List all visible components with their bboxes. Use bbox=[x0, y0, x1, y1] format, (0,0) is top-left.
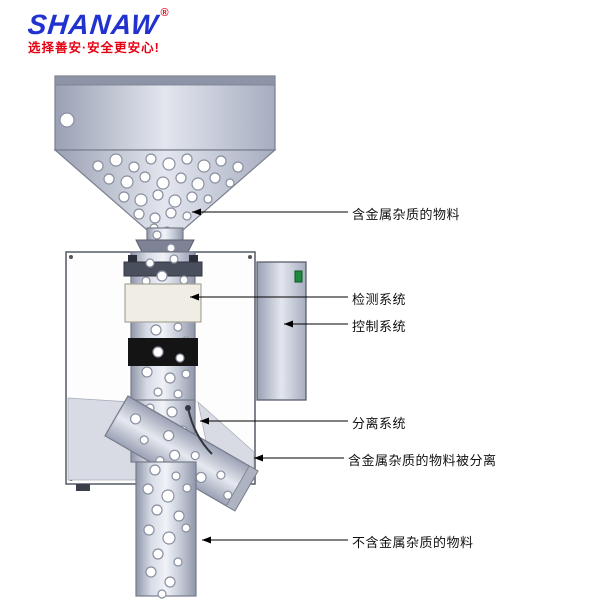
leader-clean-material-out bbox=[202, 536, 348, 544]
label-metal-separated: 含金属杂质的物料被分离 bbox=[348, 453, 497, 468]
leader-separation-system bbox=[200, 417, 348, 425]
label-clean-material-out: 不含金属杂质的物料 bbox=[352, 535, 474, 550]
label-control-system: 控制系统 bbox=[352, 319, 407, 334]
brand-logo: SHANAW ® 选择善安·安全更安心! bbox=[26, 7, 169, 56]
power-led bbox=[294, 270, 303, 283]
detection-pipe bbox=[123, 251, 203, 403]
brand-tagline: 选择善安·安全更安心! bbox=[28, 41, 160, 56]
hopper-material-dots bbox=[92, 153, 244, 236]
registered-mark: ® bbox=[160, 7, 169, 19]
leader-metal-separated bbox=[254, 454, 344, 462]
feed-hopper bbox=[53, 75, 277, 236]
leader-lines bbox=[190, 208, 348, 544]
leader-detection-system bbox=[190, 293, 348, 301]
control-box bbox=[256, 261, 307, 401]
label-metal-material-in: 含金属杂质的物料 bbox=[352, 207, 461, 222]
label-separation-system: 分离系统 bbox=[352, 416, 407, 431]
diverter-flap bbox=[187, 407, 213, 455]
separation-chute bbox=[104, 395, 259, 512]
hopper-hole bbox=[59, 112, 75, 128]
clean-material-pipe bbox=[135, 461, 197, 599]
leader-metal-material-in bbox=[192, 208, 348, 216]
foot-left bbox=[76, 484, 90, 491]
detection-coil bbox=[124, 283, 202, 323]
leader-control-system bbox=[284, 320, 348, 328]
label-detection-system: 检测系统 bbox=[352, 292, 407, 307]
